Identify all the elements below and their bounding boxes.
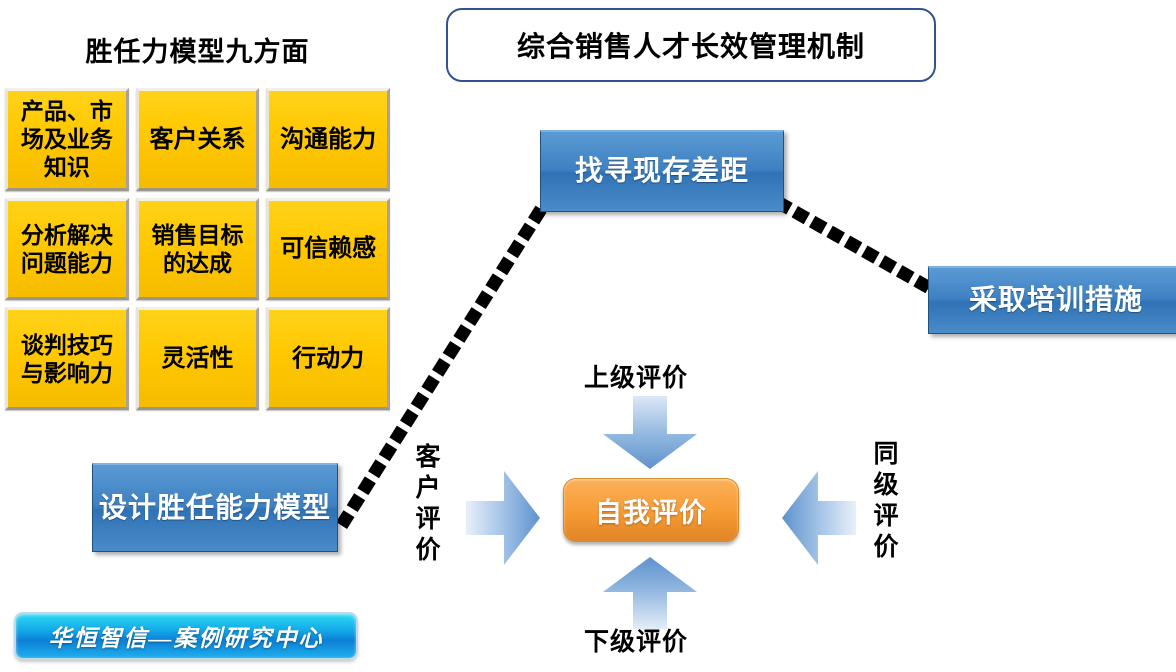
branding-banner-text: 华恒智信—案例研究中心 bbox=[48, 626, 324, 651]
competency-cell-label: 分析解决问题能力 bbox=[20, 221, 113, 276]
competency-cell[interactable]: 谈判技巧与影响力 bbox=[5, 307, 129, 410]
process-box-design-model-label: 设计胜任能力模型 bbox=[98, 491, 331, 523]
process-box-take-training-label: 采取培训措施 bbox=[968, 284, 1143, 316]
competency-cell-label: 产品、市场及业务知识 bbox=[20, 98, 113, 181]
evaluation-label-superior: 上级评价 bbox=[584, 364, 689, 392]
arrow-left-icon bbox=[782, 471, 856, 565]
competency-cell-label: 客户关系 bbox=[149, 125, 246, 153]
competency-grid: 产品、市场及业务知识 客户关系 沟通能力 分析解决问题能力 销售目标的达成 可信… bbox=[5, 88, 390, 410]
evaluation-label-subordinate: 下级评价 bbox=[584, 628, 689, 656]
process-box-take-training[interactable]: 采取培训措施 bbox=[928, 266, 1176, 334]
process-box-find-gap-label: 找寻现存差距 bbox=[574, 155, 749, 187]
process-box-design-model[interactable]: 设计胜任能力模型 bbox=[92, 463, 338, 552]
competency-cell-label: 销售目标的达成 bbox=[151, 221, 244, 276]
arrow-up-icon bbox=[603, 557, 697, 629]
competency-cell[interactable]: 产品、市场及业务知识 bbox=[5, 88, 129, 191]
competency-grid-heading: 胜任力模型九方面 bbox=[85, 37, 310, 67]
competency-cell[interactable]: 灵活性 bbox=[135, 307, 260, 410]
evaluation-center-box[interactable]: 自我评价 bbox=[563, 478, 739, 542]
competency-cell[interactable]: 可信赖感 bbox=[266, 197, 390, 301]
competency-cell-label: 可信赖感 bbox=[280, 235, 377, 263]
competency-cell-label: 沟通能力 bbox=[280, 125, 377, 153]
competency-cell[interactable]: 行动力 bbox=[266, 307, 390, 410]
competency-cell-label: 谈判技巧与影响力 bbox=[20, 331, 113, 386]
competency-cell[interactable]: 沟通能力 bbox=[266, 88, 390, 191]
competency-cell[interactable]: 客户关系 bbox=[135, 88, 260, 191]
connector-gap-to-training bbox=[774, 196, 942, 299]
arrow-down-icon bbox=[603, 396, 697, 469]
competency-cell-label: 灵活性 bbox=[161, 345, 234, 373]
evaluation-label-peer: 同级评价 bbox=[870, 440, 898, 564]
branding-banner: 华恒智信—案例研究中心 bbox=[14, 612, 358, 660]
process-box-find-gap[interactable]: 找寻现存差距 bbox=[540, 130, 784, 212]
main-title-text: 综合销售人才长效管理机制 bbox=[516, 31, 865, 62]
evaluation-center-label: 自我评价 bbox=[595, 497, 707, 528]
competency-cell[interactable]: 分析解决问题能力 bbox=[5, 197, 129, 301]
main-title-box: 综合销售人才长效管理机制 bbox=[446, 8, 936, 82]
competency-cell[interactable]: 销售目标的达成 bbox=[135, 197, 260, 301]
evaluation-label-customer: 客户评价 bbox=[412, 443, 440, 567]
arrow-right-icon bbox=[466, 471, 540, 565]
competency-cell-label: 行动力 bbox=[292, 345, 365, 373]
